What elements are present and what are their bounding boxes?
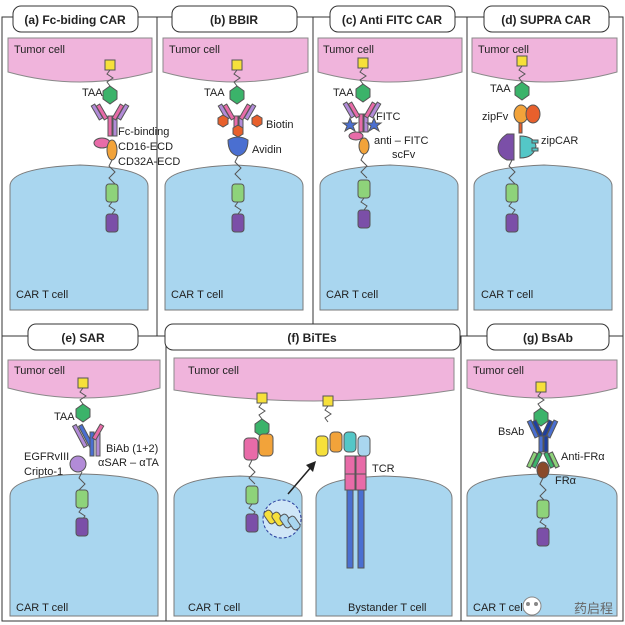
label-bsab: BsAb [498,426,524,438]
panel-title-g: (g) BsAb [486,323,610,351]
label-zipfv: zipFv [482,111,509,123]
label-taa-d: TAA [490,83,511,95]
svg-text:(a) Fc-biding CAR: (a) Fc-biding CAR [24,13,126,27]
label-taa-a: TAA [82,87,103,99]
car-t-cell-label-b: CAR T cell [171,289,223,301]
tumor-cell-label-c: Tumor cell [323,44,374,56]
svg-text:(b) BBIR: (b) BBIR [210,13,258,27]
tumor-cell-label-b: Tumor cell [169,44,220,56]
label-biab: BiAb (1+2) [106,443,158,455]
label-anti-fra: Anti-FRα [561,451,605,463]
label-cripto-1: Cripto-1 [24,466,63,478]
panel-f-car [243,392,302,539]
label-fra: FRα [555,475,577,487]
label-zipcar: zipCAR [541,135,578,147]
car-t-cell-label-e: CAR T cell [16,602,68,614]
bystander-t-cell-label: Bystander T cell [348,602,426,614]
label-tcr: TCR [372,463,395,475]
panel-e-construct [69,377,105,537]
panel-g-construct [526,381,560,547]
svg-text:(f) BiTEs: (f) BiTEs [287,331,337,345]
svg-text:(d) SUPRA CAR: (d) SUPRA CAR [501,13,591,27]
label-egfrviii: EGFRvIII [24,451,69,463]
panel-c-construct [341,57,383,229]
panel-title-f: (f) BiTEs [164,323,461,351]
car-t-cell-label-c: CAR T cell [326,289,378,301]
label-taa-e: TAA [54,411,75,423]
label-biotin: Biotin [266,119,294,131]
tumor-cell-label-e: Tumor cell [14,365,65,377]
panel-a-construct [90,59,130,233]
panel-title-a: (a) Fc-biding CAR [12,5,139,33]
tumor-cell-label-f: Tumor cell [188,365,239,377]
panel-title-d: (d) SUPRA CAR [483,5,610,33]
label-taa-b: TAA [204,87,225,99]
label-cd16-ecd: CD16-ECD [118,141,173,153]
panel-f-bystander [315,395,371,569]
car-t-cell-label-a: CAR T cell [16,289,68,301]
svg-text:(e) SAR: (e) SAR [61,331,105,345]
svg-text:(g) BsAb: (g) BsAb [523,331,573,345]
panel-d-construct [497,55,541,233]
tumor-cell-label-d: Tumor cell [478,44,529,56]
car-t-cell-label-f: CAR T cell [188,602,240,614]
tumor-cell-label-a: Tumor cell [14,44,65,56]
car-t-cells-bottom [9,473,618,617]
label-scfv: scFv [392,149,416,161]
watermark-text: 药启程 [573,602,613,617]
svg-text:(c) Anti FITC CAR: (c) Anti FITC CAR [342,13,443,27]
label-fc-binding: Fc-binding [118,126,169,138]
car-t-cell-label-g: CAR T cell [473,602,525,614]
label-taa-c: TAA [333,87,354,99]
tumor-cell-label-g: Tumor cell [473,365,524,377]
panel-title-e: (e) SAR [27,323,139,351]
label-anti-fitc: anti – FITC [374,135,428,147]
panel-title-c: (c) Anti FITC CAR [329,5,456,33]
label-fitc: FITC [376,111,400,123]
arrow-icon [287,461,316,495]
label-avidin: Avidin [252,144,282,156]
car-t-cell-label-d: CAR T cell [481,289,533,301]
panel-title-b: (b) BBIR [171,5,298,33]
label-asar-ata: αSAR – αTA [98,457,159,469]
tumor-cells-bottom [7,357,618,402]
panel-b-construct [217,59,263,233]
label-cd32a-ecd: CD32A-ECD [118,156,180,168]
tumor-cells-top [7,37,618,83]
wechat-logo-icon [522,596,542,616]
